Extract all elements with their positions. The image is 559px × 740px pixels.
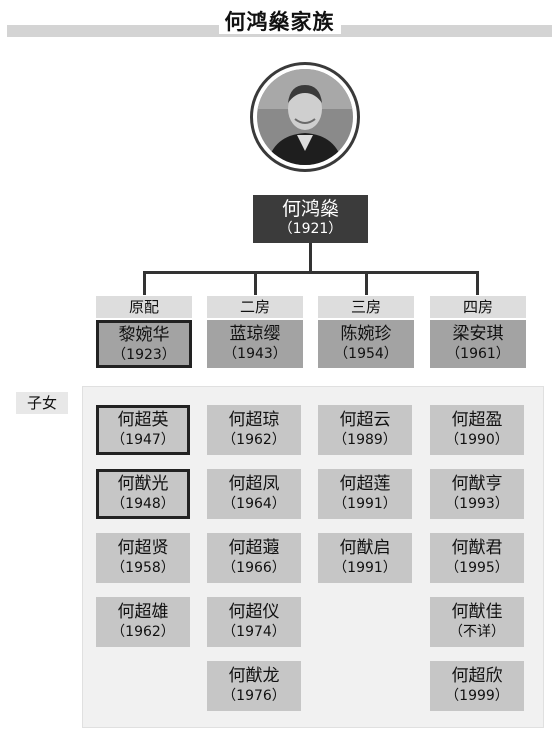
connector-horizontal [143,271,479,274]
child-box: 何超雄 （1962） [96,597,190,647]
child-year: （1947） [111,432,175,448]
portrait [250,62,360,172]
child-name: 何超莲 [339,474,391,494]
child-name: 何超仪 [228,602,280,622]
connector-wife-3 [365,271,368,295]
wife-box-1: 黎婉华 （1923） [96,320,192,368]
child-box: 何超贤 （1958） [96,533,190,583]
child-year: （1962） [222,432,286,448]
child-name: 何超盈 [451,410,503,430]
child-box: 何超欣 （1999） [430,661,524,711]
child-name: 何超贤 [117,538,169,558]
connector-wife-1 [143,271,146,295]
child-box: 何超蕸 （1966） [207,533,301,583]
wife-rank-4: 四房 [430,296,526,318]
child-year: （1991） [333,496,397,512]
child-name: 何超凤 [228,474,280,494]
child-year: （1999） [445,688,509,704]
diagram-title-text: 何鸿燊家族 [218,10,341,34]
children-label: 子女 [16,392,68,414]
portrait-photo [257,69,353,165]
wife-year: （1954） [334,346,398,362]
wife-box-3: 陈婉珍 （1954） [318,320,414,368]
child-box: 何猷君 （1995） [430,533,524,583]
child-year: （1990） [445,432,509,448]
child-name: 何猷光 [117,474,169,494]
wife-name: 陈婉珍 [340,324,392,344]
child-box: 何超仪 （1974） [207,597,301,647]
child-year: （1974） [222,624,286,640]
diagram-title: 何鸿燊家族 [0,6,559,36]
child-name: 何超琼 [228,410,280,430]
child-box: 何超凤 （1964） [207,469,301,519]
child-box: 何超盈 （1990） [430,405,524,455]
connector-wife-2 [254,271,257,295]
wife-rank-3: 三房 [318,296,414,318]
child-name: 何超云 [339,410,391,430]
patriarch-name: 何鸿燊 [281,198,339,220]
child-box: 何超云 （1989） [318,405,412,455]
child-year: （1993） [445,496,509,512]
child-year: （1976） [222,688,286,704]
patriarch-box: 何鸿燊 （1921） [253,195,368,243]
child-box: 何猷启 （1991） [318,533,412,583]
child-year: （1964） [222,496,286,512]
wife-rank-1: 原配 [96,296,192,318]
child-box: 何猷佳 （不详） [430,597,524,647]
child-year: （1958） [111,560,175,576]
wife-year: （1943） [223,346,287,362]
child-year: （1991） [333,560,397,576]
child-box: 何猷龙 （1976） [207,661,301,711]
child-box: 何猷光 （1948） [96,469,190,519]
child-box: 何超英 （1947） [96,405,190,455]
child-box: 何超琼 （1962） [207,405,301,455]
child-name: 何猷佳 [451,602,503,622]
child-name: 何超英 [117,410,169,430]
child-name: 何超雄 [117,602,169,622]
child-year: （1995） [445,560,509,576]
wife-name: 梁安琪 [452,324,504,344]
child-name: 何猷亨 [451,474,503,494]
wife-box-4: 梁安琪 （1961） [430,320,526,368]
child-box: 何猷亨 （1993） [430,469,524,519]
wife-rank-2: 二房 [207,296,303,318]
wife-name: 黎婉华 [118,325,170,345]
child-year: （1966） [222,560,286,576]
child-name: 何猷龙 [228,666,280,686]
child-year: （1962） [111,624,175,640]
connector-vertical-main [309,243,312,273]
wife-box-2: 蓝琼缨 （1943） [207,320,303,368]
child-box: 何超莲 （1991） [318,469,412,519]
child-name: 何猷启 [339,538,391,558]
child-year: （1989） [333,432,397,448]
wife-year: （1923） [112,347,176,363]
wife-name: 蓝琼缨 [229,324,281,344]
child-name: 何超欣 [451,666,503,686]
connector-wife-4 [476,271,479,295]
child-name: 何超蕸 [228,538,280,558]
child-year: （1948） [111,496,175,512]
child-name: 何猷君 [451,538,503,558]
wife-year: （1961） [446,346,510,362]
child-year: （不详） [449,624,505,640]
patriarch-year: （1921） [278,221,343,237]
